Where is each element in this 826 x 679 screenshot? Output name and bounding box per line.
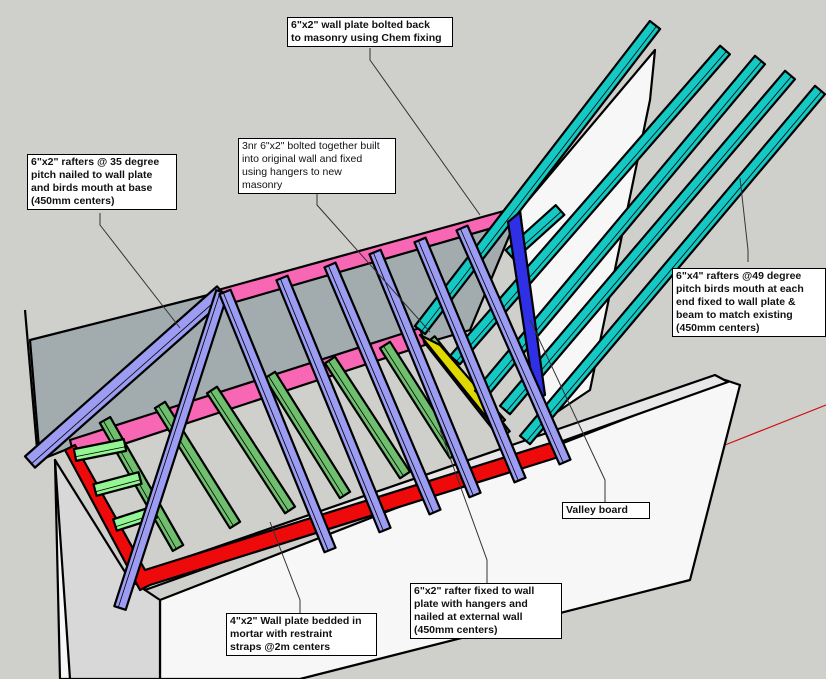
new-rafter-edge (526, 90, 822, 442)
leader-rafters-49 (739, 177, 749, 262)
ceiling-joist-edge (158, 405, 234, 527)
new-rafter-edge (506, 76, 792, 412)
rafters-35deg (23, 224, 572, 611)
rafter-edge (222, 292, 329, 551)
ceiling-joist (323, 355, 412, 480)
ceiling-joist-edge (210, 390, 289, 512)
annotation-wall-plate-bedded: 4"x2" Wall plate bedded in mortar with r… (226, 613, 377, 656)
gable-rafter (23, 285, 229, 469)
short-joist-edge (75, 446, 126, 458)
roof-edge (23, 309, 40, 461)
leader-rafter-hangers (439, 429, 488, 583)
rafter-edge (459, 228, 564, 463)
new-rafter (518, 84, 826, 446)
ceiling-joist (205, 385, 297, 515)
annotation-rafters-49: 6"x4" rafters @49 degree pitch birds mou… (672, 268, 826, 337)
ceiling-joist-edge (268, 375, 344, 497)
rafter-edge (372, 252, 474, 496)
short-joist-edge (95, 479, 141, 493)
annotation-rafter-hangers: 6"x2" rafter fixed to wall plate with ha… (410, 583, 562, 639)
annotation-valley-board: Valley board (562, 502, 650, 519)
rafter-edge (327, 265, 434, 513)
leader-wall-plate-chem (369, 48, 481, 216)
axis-line (724, 404, 826, 446)
side-masonry-wall (53, 458, 162, 679)
hip-rafter-edge (117, 291, 221, 608)
gable-rafter-edge (31, 293, 224, 464)
ceiling-joist-edge (383, 345, 454, 457)
rafter-edge (279, 278, 384, 531)
new-rafter-edge (421, 25, 657, 332)
new-rafter (498, 69, 797, 416)
leader-bolted-3nr (316, 193, 431, 333)
annotation-rafters-35: 6"x2" rafters @ 35 degree pitch nailed t… (27, 154, 177, 210)
rafter-edge (417, 240, 519, 481)
leader-rafters-35 (99, 213, 181, 329)
short-joist (92, 471, 143, 497)
ceiling-joist (263, 370, 352, 500)
ceiling-joists (72, 335, 511, 553)
leader-valley-board (529, 319, 606, 502)
annotation-wall-plate-chem: 6"x2" wall plate bolted back to masonry … (287, 17, 453, 47)
valley-board (506, 210, 547, 402)
annotation-bolted-3nr: 3nr 6"x2" bolted together built into ori… (238, 138, 396, 194)
ceiling-joist-edge (328, 360, 404, 477)
short-joist (72, 438, 128, 462)
leader-wall-plate-bedded (269, 521, 301, 613)
